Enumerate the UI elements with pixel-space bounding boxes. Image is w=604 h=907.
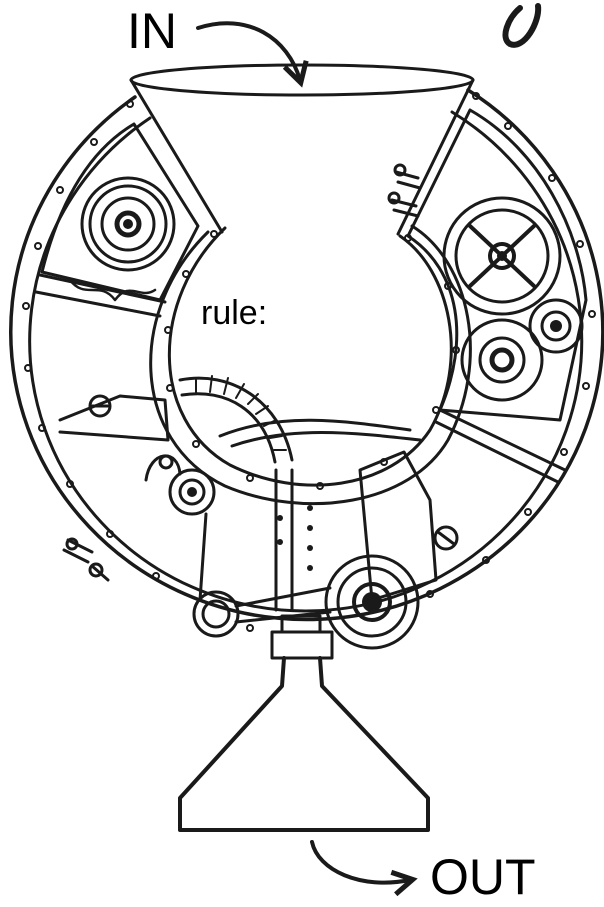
screw-icon [389,165,420,216]
input-label: IN [127,6,177,56]
outer-ring [11,90,603,620]
output-arrow-icon [312,842,410,883]
spring-coil-icon [180,376,292,462]
scribble-icon [505,6,538,45]
wire [232,433,420,447]
inner-chamber-ring [151,226,471,504]
small-gear-icon [170,470,214,514]
output-funnel-icon [180,616,428,830]
screw-icon [435,527,457,549]
output-label: OUT [430,852,536,902]
center-column [276,470,313,610]
rule-label: rule: [201,296,267,330]
input-arrow-icon [198,23,300,80]
large-gear-icon [444,198,560,314]
screw-bracket-icon [60,396,168,440]
screw-icon [64,539,108,580]
gear-icon [82,178,174,270]
small-gear-icon [530,300,582,352]
